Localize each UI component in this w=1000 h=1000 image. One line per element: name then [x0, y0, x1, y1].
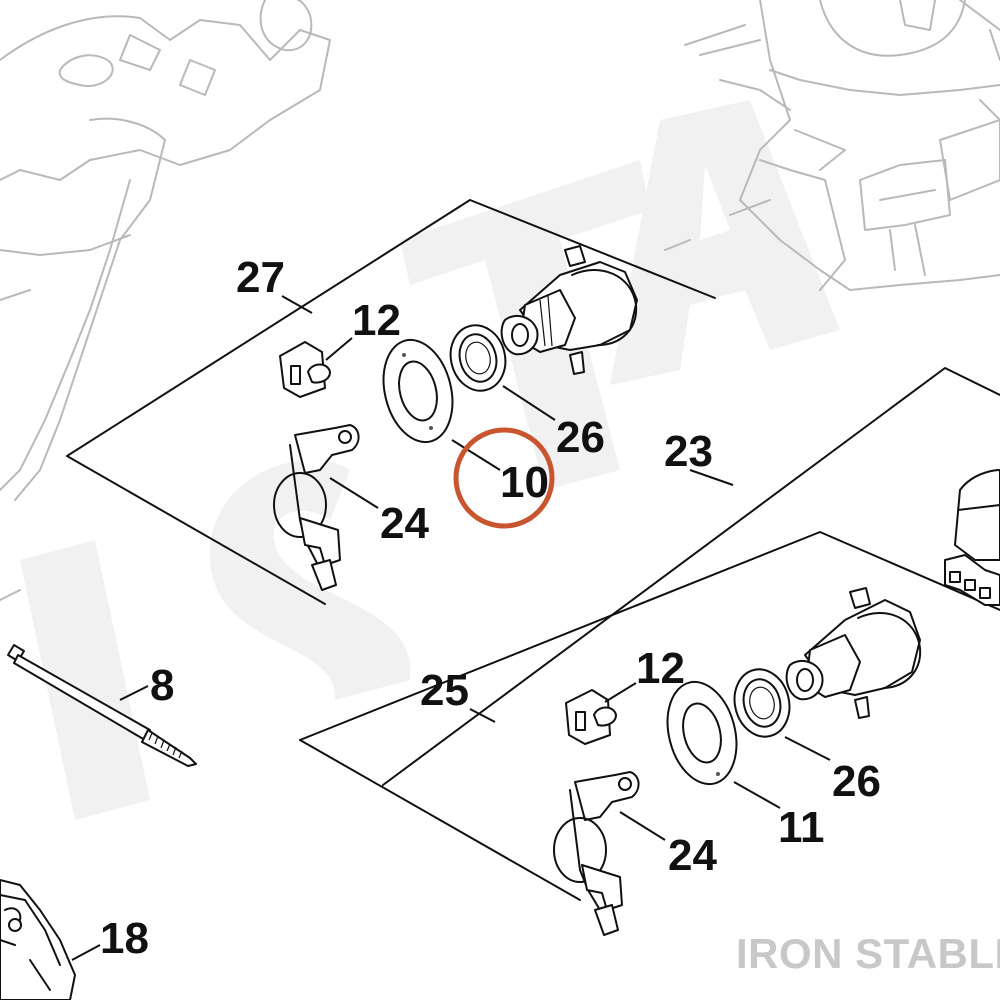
connector-icon	[500, 245, 638, 375]
housing-part-18	[0, 879, 76, 1000]
seal-ring-icon	[449, 324, 507, 392]
callout-24-bottom: 24	[668, 831, 717, 880]
retaining-pin-icon	[553, 771, 640, 936]
background-frame-top	[0, 0, 331, 501]
highlight-circle	[453, 427, 555, 529]
flat-washer-icon	[666, 680, 738, 786]
callout-26-top: 26	[556, 413, 605, 462]
bolt-icon	[7, 644, 197, 767]
partial-assembly-23	[944, 469, 1000, 606]
clip-icon	[565, 689, 617, 745]
background-frame-bottom-left	[0, 589, 21, 601]
callout-24-top: 24	[380, 499, 429, 548]
callout-26-bottom: 26	[832, 757, 881, 806]
callout-18: 18	[100, 914, 149, 963]
callout-23: 23	[664, 427, 713, 476]
callouts: 27 12 26 10 24 23 8 25 12 26 11 24 18	[100, 253, 881, 963]
seal-ring-icon	[733, 668, 791, 738]
flat-washer-icon	[382, 338, 454, 444]
callout-10: 10	[500, 458, 549, 507]
callout-12-top: 12	[352, 296, 401, 345]
callout-11: 11	[778, 803, 825, 852]
callout-8: 8	[150, 661, 174, 710]
callout-25: 25	[420, 666, 469, 715]
leader-lines	[71, 295, 831, 961]
connector-icon	[785, 587, 922, 719]
assembly-23-outline	[299, 367, 1000, 901]
brand-text: IRON STABLE	[736, 930, 1000, 977]
background-frame-right	[664, 0, 1000, 291]
clip-icon	[279, 341, 331, 398]
assembly-27-outline	[66, 199, 716, 605]
callout-12-bottom: 12	[636, 644, 685, 693]
callout-27: 27	[236, 253, 285, 302]
retaining-pin-icon	[273, 424, 360, 591]
